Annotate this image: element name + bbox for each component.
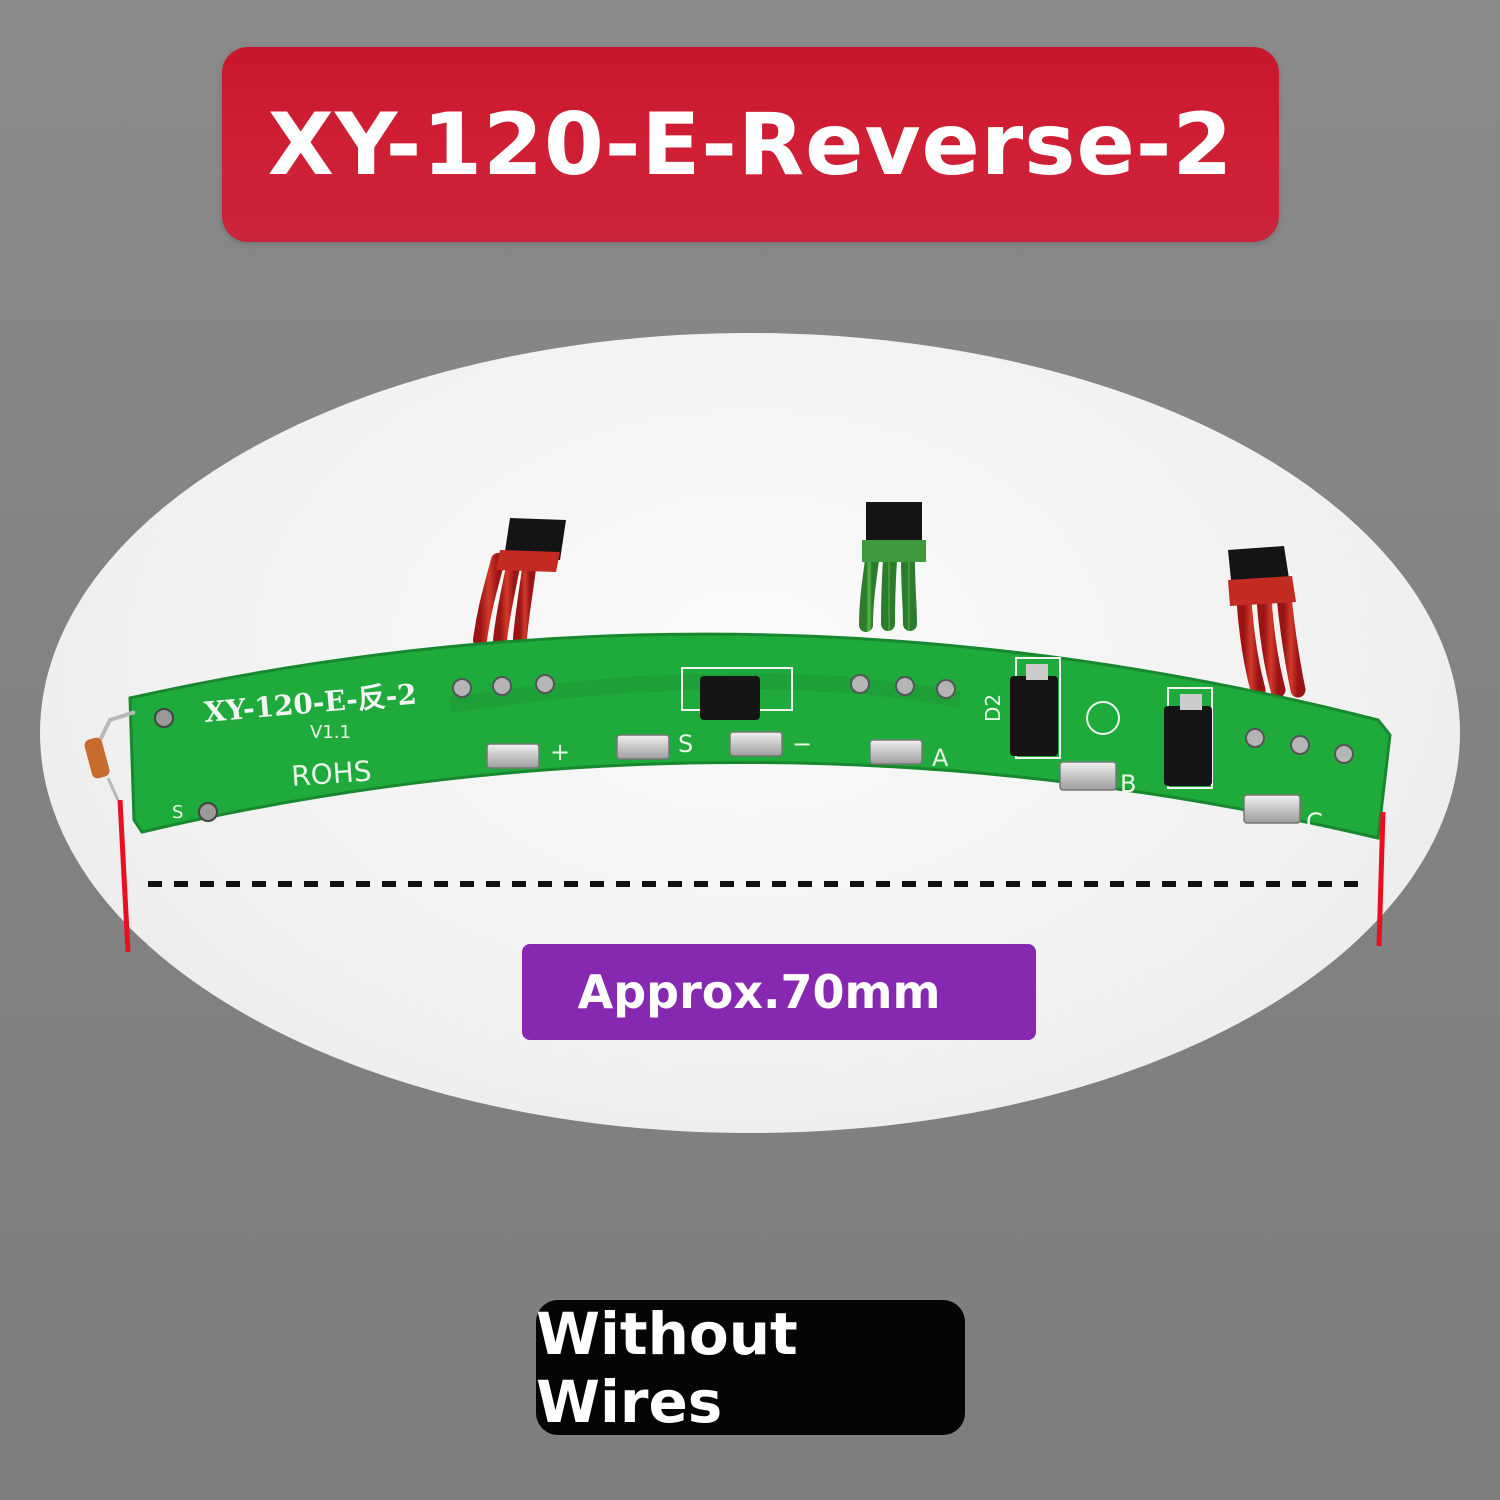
pad-label-b: B — [1120, 770, 1136, 798]
mount-hole — [154, 708, 174, 728]
product-title: XY-120-E-Reverse-2 — [267, 94, 1234, 195]
solder-joints-right — [1245, 728, 1354, 764]
ic-chip — [681, 667, 793, 720]
solder-joints-middle — [850, 674, 956, 699]
pad-label-s: S — [678, 730, 693, 758]
mount-hole — [198, 802, 218, 822]
wire-bundle-middle — [859, 502, 926, 632]
measurement-text: Approx.70mm — [577, 965, 941, 1019]
d2-label: D2 — [981, 694, 1005, 722]
resistor-component — [84, 710, 136, 801]
pcb-rohs-text: ROHS — [290, 754, 372, 793]
solder-joints-left — [452, 674, 555, 698]
title-banner: XY-120-E-Reverse-2 — [222, 47, 1279, 242]
note-box: Without Wires — [536, 1299, 965, 1436]
measure-marker-right — [1376, 811, 1386, 947]
pcb-version-text: V1.1 — [310, 722, 351, 743]
note-text: Without Wires — [536, 1299, 798, 1436]
diode-d3 — [1164, 687, 1213, 789]
wire-bundle-left — [473, 518, 566, 647]
pb-free-logo — [1086, 701, 1120, 735]
pad-label-a: A — [932, 744, 949, 772]
wire-bundle-right — [1228, 546, 1306, 698]
diode-d2 — [1010, 657, 1061, 759]
s-mark-label: S — [172, 802, 183, 823]
solder-pads — [486, 731, 1301, 824]
pad-label-c: C — [1306, 808, 1323, 836]
measurement-label: Approx.70mm — [522, 944, 1036, 1040]
measure-marker-left — [117, 799, 131, 953]
pad-label-minus: − — [792, 730, 812, 758]
pad-label-plus: + — [550, 738, 570, 766]
